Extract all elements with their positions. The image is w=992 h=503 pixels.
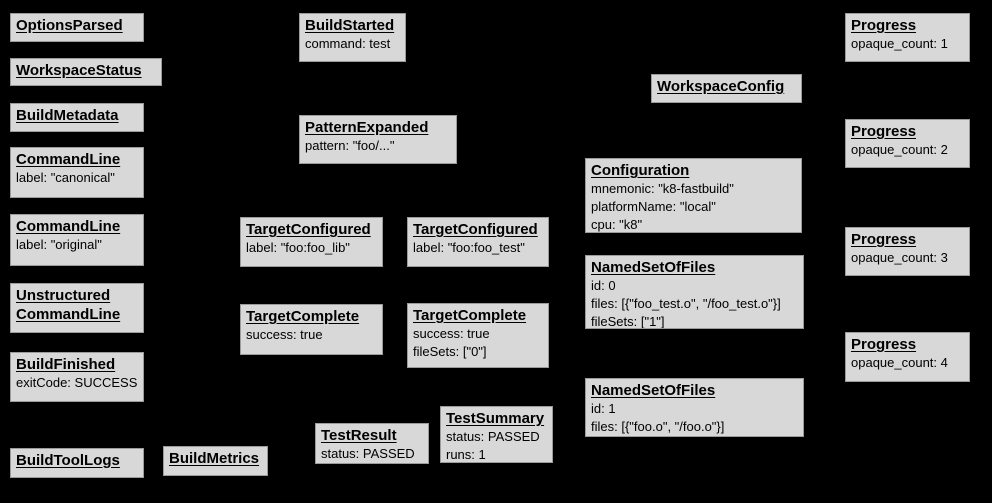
event-box-workspace-config: WorkspaceConfig <box>651 74 802 103</box>
event-box-target-complete-foo-lib: TargetComplete success: true <box>240 304 383 355</box>
event-box-named-set-of-files-0: NamedSetOfFiles id: 0 files: [{"foo_test.o… <box>585 255 804 329</box>
event-title: WorkspaceConfig <box>657 78 785 95</box>
event-field: label: "original" <box>16 237 102 252</box>
event-title: Progress <box>851 336 917 353</box>
event-title: TargetConfigured <box>413 221 538 238</box>
event-title: BuildStarted <box>305 17 395 34</box>
event-field: label: "foo:foo_test" <box>413 240 525 255</box>
event-field: success: true <box>246 327 323 342</box>
event-box-command-line-original: CommandLine label: "original" <box>10 214 144 266</box>
event-box-test-summary: TestSummary status: PASSED runs: 1 <box>440 406 553 463</box>
event-field: label: "foo:foo_lib" <box>246 240 350 255</box>
event-title: NamedSetOfFiles <box>591 259 716 276</box>
event-box-pattern-expanded: PatternExpanded pattern: "foo/..." <box>299 115 457 164</box>
event-title: TargetComplete <box>246 308 360 325</box>
event-title: Unstructured CommandLine <box>16 287 121 323</box>
event-field: status: PASSED <box>321 446 415 461</box>
event-box-named-set-of-files-1: NamedSetOfFiles id: 1 files: [{"foo.o", "/… <box>585 378 804 437</box>
event-title: Configuration <box>591 162 690 179</box>
event-field: success: true <box>413 326 490 341</box>
event-title: WorkspaceStatus <box>16 62 142 79</box>
event-title: CommandLine <box>16 151 121 168</box>
event-title: BuildMetrics <box>169 450 260 467</box>
event-field: fileSets: ["1"] <box>591 314 665 329</box>
event-box-workspace-status: WorkspaceStatus <box>10 58 162 86</box>
event-field: opaque_count: 2 <box>851 142 948 157</box>
event-box-build-tool-logs: BuildToolLogs <box>10 448 144 478</box>
event-box-build-started: BuildStarted command: test <box>299 13 406 62</box>
event-field: fileSets: ["0"] <box>413 344 487 359</box>
event-title: CommandLine <box>16 218 121 235</box>
event-field: platformName: "local" <box>591 199 716 214</box>
event-field: runs: 1 <box>446 447 486 462</box>
event-title: BuildMetadata <box>16 107 119 124</box>
event-field: pattern: "foo/..." <box>305 138 395 153</box>
event-box-target-complete-foo-test: TargetComplete success: true fileSets: ["0… <box>407 303 549 368</box>
event-box-unstructured-command-line: Unstructured CommandLine <box>10 283 144 333</box>
event-box-configuration: Configuration mnemonic: "k8-fastbuild" pla… <box>585 158 802 233</box>
event-field: files: [{"foo.o", "/foo.o"}] <box>591 419 725 434</box>
event-title: TestSummary <box>446 410 545 427</box>
event-field: opaque_count: 1 <box>851 36 948 51</box>
event-title: TargetComplete <box>413 307 527 324</box>
event-field: status: PASSED <box>446 429 540 444</box>
event-field: label: "canonical" <box>16 170 115 185</box>
event-field: files: [{"foo_test.o", "/foo_test.o"}] <box>591 296 781 311</box>
event-title: TestResult <box>321 427 397 444</box>
event-box-progress-1: Progress opaque_count: 1 <box>845 13 970 62</box>
event-title: Progress <box>851 231 917 248</box>
event-box-build-finished: BuildFinished exitCode: SUCCESS <box>10 352 144 402</box>
event-box-options-parsed: OptionsParsed <box>10 13 144 42</box>
event-box-progress-3: Progress opaque_count: 3 <box>845 227 970 276</box>
event-field: exitCode: SUCCESS <box>16 375 138 390</box>
event-field: command: test <box>305 36 391 51</box>
event-box-target-configured-foo-lib: TargetConfigured label: "foo:foo_lib" <box>240 217 383 267</box>
event-box-command-line-canonical: CommandLine label: "canonical" <box>10 147 144 198</box>
event-box-build-metrics: BuildMetrics <box>163 446 268 476</box>
event-field: cpu: "k8" <box>591 217 643 232</box>
event-title: NamedSetOfFiles <box>591 382 716 399</box>
event-field: id: 1 <box>591 401 616 416</box>
event-field: opaque_count: 4 <box>851 355 948 370</box>
event-field: opaque_count: 3 <box>851 250 948 265</box>
event-title: OptionsParsed <box>16 17 123 34</box>
event-title: TargetConfigured <box>246 221 371 238</box>
event-title: PatternExpanded <box>305 119 429 136</box>
event-field: mnemonic: "k8-fastbuild" <box>591 181 734 196</box>
event-box-build-metadata: BuildMetadata <box>10 103 144 132</box>
event-title: Progress <box>851 123 917 140</box>
event-box-test-result: TestResult status: PASSED <box>315 423 429 464</box>
event-field: id: 0 <box>591 278 616 293</box>
event-box-progress-2: Progress opaque_count: 2 <box>845 119 970 168</box>
event-title: BuildToolLogs <box>16 452 120 469</box>
event-title: Progress <box>851 17 917 34</box>
event-box-target-configured-foo-test: TargetConfigured label: "foo:foo_test" <box>407 217 549 267</box>
event-box-progress-4: Progress opaque_count: 4 <box>845 332 970 382</box>
event-title: BuildFinished <box>16 356 116 373</box>
